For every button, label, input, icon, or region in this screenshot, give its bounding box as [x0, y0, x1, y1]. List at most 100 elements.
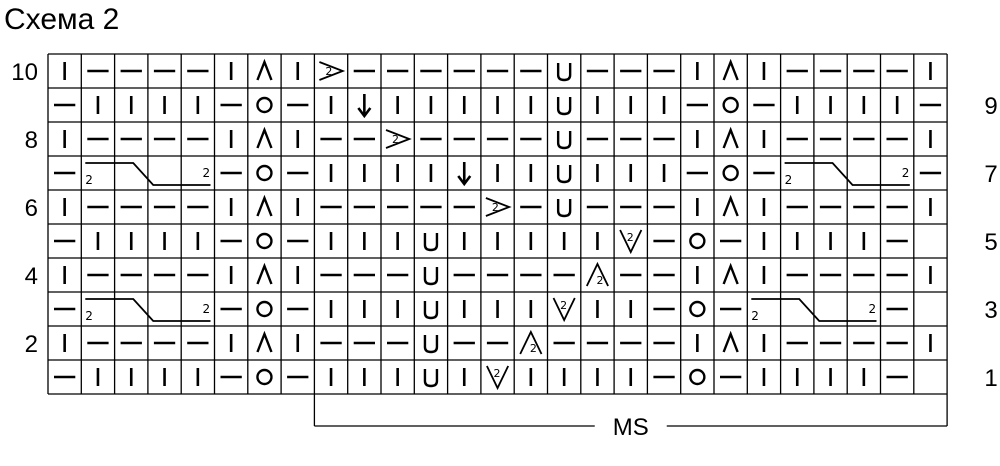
cell-digit-label: 2	[392, 133, 399, 146]
chart-cell	[256, 96, 273, 114]
crossed-stitch-symbol	[556, 165, 572, 184]
chart-cell	[256, 368, 273, 386]
chart-cell	[722, 330, 739, 353]
yarn-over-symbol	[689, 232, 706, 250]
chart-cell	[256, 194, 273, 217]
chart-cell	[722, 126, 739, 149]
yarn-over-symbol	[689, 300, 706, 318]
cell-digit-label: 2	[530, 342, 537, 355]
row-number-1: 1	[984, 365, 997, 392]
decrease-symbol	[722, 262, 739, 285]
decrease-symbol	[256, 126, 273, 149]
crossed-stitch-symbol	[423, 233, 439, 252]
cell-digit-label: 2	[627, 231, 634, 244]
cell-digit-label: 2	[492, 201, 499, 214]
decrease-symbol	[722, 194, 739, 217]
cable-line	[85, 298, 211, 322]
decrease-symbol	[256, 330, 273, 353]
arrow-down-icon-head	[457, 175, 472, 187]
chart-cell: 2	[486, 365, 510, 391]
chart-cell	[457, 162, 472, 187]
chart-cell	[556, 165, 572, 184]
v-two-symbol	[552, 297, 576, 323]
crossed-stitch-symbol	[556, 199, 572, 218]
chart-cell	[256, 330, 273, 353]
cable-count-right: 2	[902, 166, 910, 180]
row-number-7: 7	[984, 161, 997, 188]
chart-cell	[722, 58, 739, 81]
row-number-10: 10	[11, 59, 38, 86]
row-number-3: 3	[984, 297, 997, 324]
chart-cell: 2	[485, 197, 512, 217]
v-two-symbol	[619, 229, 643, 255]
arrow-down-icon-head	[357, 107, 372, 119]
crossed-stitch-symbol	[556, 63, 572, 82]
chart-cell	[722, 194, 739, 217]
chart-cell	[689, 368, 706, 386]
chart-cell	[256, 262, 273, 285]
yarn-over-symbol	[256, 300, 273, 318]
chart-cell	[722, 262, 739, 285]
chart-cell: 2	[619, 229, 643, 255]
right-slant-two-symbol	[319, 61, 346, 81]
row-number-9: 9	[984, 93, 997, 120]
chart-cell	[556, 131, 572, 150]
chart-cell	[556, 97, 572, 116]
yarn-over-symbol	[256, 164, 273, 182]
chart-cell: 2	[519, 329, 543, 355]
decrease-symbol	[256, 58, 273, 81]
row-number-8: 8	[25, 127, 38, 154]
left-slant-two-symbol	[585, 261, 609, 287]
chart-cell: 2	[385, 129, 412, 149]
repeat-label: MS	[613, 414, 649, 441]
row-number-6: 6	[25, 195, 38, 222]
chart-cell: 2	[319, 61, 346, 81]
cable-count-right: 2	[869, 302, 877, 316]
yarn-over-symbol	[256, 368, 273, 386]
cable-count-left: 2	[85, 173, 93, 187]
crossed-stitch-symbol	[556, 97, 572, 116]
chart-cell	[423, 267, 439, 286]
crossed-stitch-symbol	[423, 369, 439, 388]
crossed-stitch-symbol	[423, 301, 439, 320]
chart-title: Схема 2	[4, 3, 120, 36]
decrease-symbol	[722, 58, 739, 81]
cable-count-right: 2	[203, 302, 211, 316]
cable-count-left: 2	[751, 309, 759, 323]
cell-digit-label: 2	[494, 367, 501, 380]
decrease-symbol	[256, 262, 273, 285]
cell-digit-label: 2	[596, 274, 603, 287]
row-number-5: 5	[984, 229, 997, 256]
chart-cell	[256, 58, 273, 81]
cable-count-left: 2	[85, 309, 93, 323]
decrease-symbol	[722, 330, 739, 353]
chart-grid	[47, 53, 948, 395]
crossed-stitch-symbol	[556, 131, 572, 150]
chart-cell	[689, 232, 706, 250]
chart-cell	[256, 300, 273, 318]
decrease-symbol	[256, 194, 273, 217]
chart-cell	[256, 232, 273, 250]
yarn-over-symbol	[722, 96, 739, 114]
chart-cell	[722, 164, 739, 182]
cable-count-right: 2	[203, 166, 211, 180]
yarn-over-symbol	[689, 368, 706, 386]
yarn-over-symbol	[256, 232, 273, 250]
cable-line	[85, 162, 211, 186]
crossed-stitch-symbol	[423, 267, 439, 286]
chart-cell	[556, 199, 572, 218]
cable-line	[751, 298, 877, 322]
chart-cell	[423, 335, 439, 354]
right-slant-two-symbol	[385, 129, 412, 149]
cable-line	[784, 162, 910, 186]
chart-cell	[423, 301, 439, 320]
chart-cell	[722, 96, 739, 114]
chart-cell	[423, 233, 439, 252]
